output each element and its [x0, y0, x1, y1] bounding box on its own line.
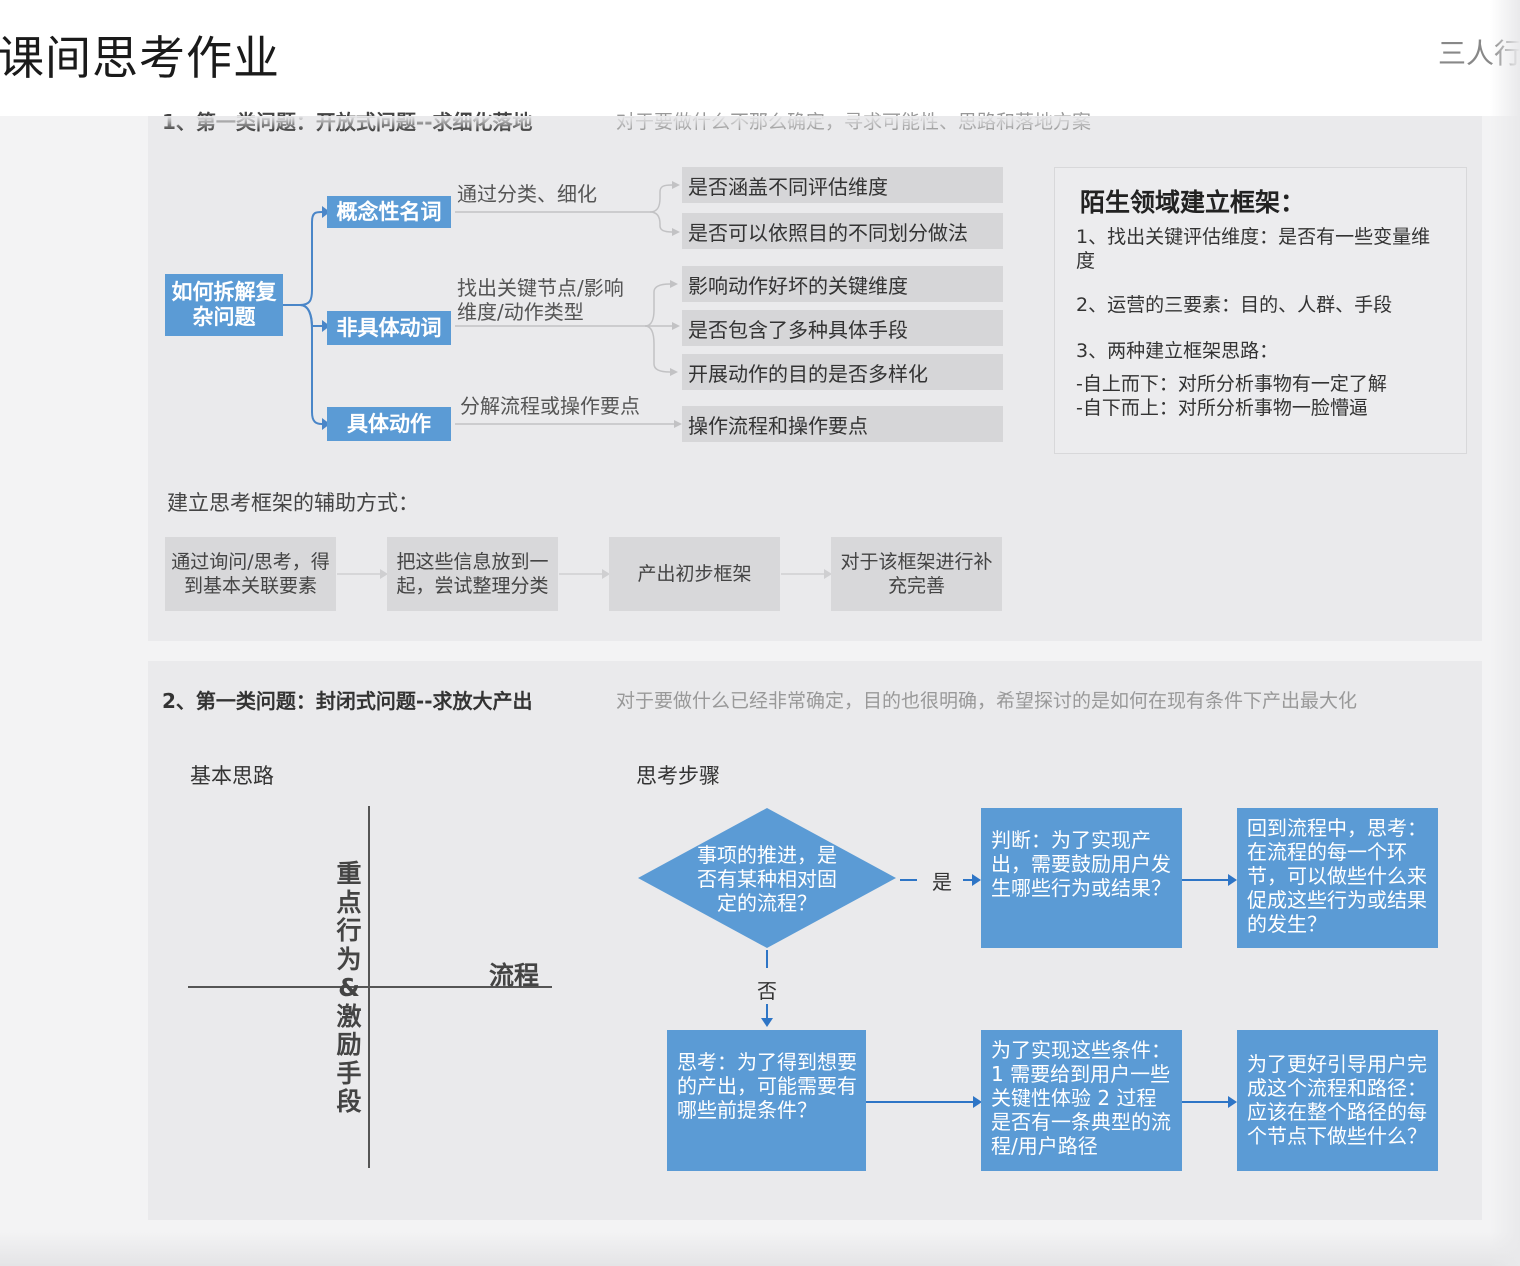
right-fade: [1490, 0, 1520, 1266]
branch-note-concept: 通过分类、细化: [457, 182, 597, 206]
return-box: 回到流程中，思考：在流程的每一个环节，可以做些什么来促成这些行为或结果的发生？: [1237, 808, 1438, 948]
framework-line: -自上而下：对所分析事物有一定了解: [1076, 373, 1387, 395]
aux-step: 对于该框架进行补充完善: [831, 537, 1002, 611]
leaf-item: 是否涵盖不同评估维度: [682, 167, 1003, 203]
framework-line: 3、两种建立框架思路：: [1076, 340, 1279, 362]
leaf-item: 操作流程和操作要点: [682, 406, 1003, 442]
aux-title: 建立思考框架的辅助方式：: [167, 491, 419, 515]
section1-title-mask: [148, 116, 1482, 130]
leaf-item: 是否包含了多种具体手段: [682, 310, 1003, 346]
page-header: [0, 0, 1520, 116]
conditions-box: 为了实现这些条件：1 需要给到用户一些关键性体验 2 过程是否有一条典型的流程/…: [981, 1030, 1182, 1171]
framework-title: 陌生领域建立框架：: [1080, 188, 1306, 217]
branch-nonspecific-verb: 非具体动词: [327, 311, 451, 345]
basic-approach-title: 基本思路: [190, 764, 274, 788]
no-label: 否: [757, 979, 777, 1003]
branch-specific-action: 具体动作: [327, 407, 451, 441]
judge-box: 判断：为了实现产出，需要鼓励用户发生哪些行为或结果？: [981, 808, 1182, 948]
leaf-item: 开展动作的目的是否多样化: [682, 354, 1003, 390]
framework-box: [1054, 167, 1467, 454]
yes-label: 是: [932, 870, 952, 894]
framework-line: 2、运营的三要素：目的、人群、手段: [1076, 294, 1393, 316]
bottom-fade: [0, 1232, 1520, 1266]
framework-line: 1、找出关键评估维度：是否有一些变量维度: [1076, 226, 1431, 272]
decision-diamond-text: 事项的推进，是否有某种相对固定的流程？: [697, 843, 837, 915]
guide-box: 为了更好引导用户完成这个流程和路径：应该在整个路径的每个节点下做些什么？: [1237, 1030, 1438, 1171]
branch-note-verb: 找出关键节点/影响维度/动作类型: [457, 276, 624, 324]
leaf-item: 是否可以依照目的不同划分做法: [682, 213, 1003, 249]
aux-step: 产出初步框架: [609, 537, 780, 611]
axis-horizontal-label: 流程: [489, 961, 540, 990]
page-title: 课间思考作业: [0, 31, 280, 85]
tree-root: 如何拆解复杂问题: [165, 274, 283, 336]
axis-vertical-label: 重点行为&激励手段: [336, 859, 362, 1116]
aux-step: 通过询问/思考，得到基本关联要素: [165, 537, 336, 611]
thinking-steps-title: 思考步骤: [636, 764, 720, 788]
think-box: 思考：为了得到想要的产出，可能需要有哪些前提条件？: [667, 1030, 866, 1171]
branch-note-action: 分解流程或操作要点: [460, 394, 640, 418]
leaf-item: 影响动作好坏的关键维度: [682, 266, 1003, 302]
framework-line: -自下而上：对所分析事物一脸懵逼: [1076, 397, 1368, 419]
section2-title: 2、第一类问题：封闭式问题--求放大产出: [162, 689, 533, 713]
section2-desc: 对于要做什么已经非常确定，目的也很明确，希望探讨的是如何在现有条件下产出最大化: [616, 690, 1358, 712]
branch-concept-noun: 概念性名词: [327, 196, 451, 228]
aux-step: 把这些信息放到一起，尝试整理分类: [387, 537, 558, 611]
